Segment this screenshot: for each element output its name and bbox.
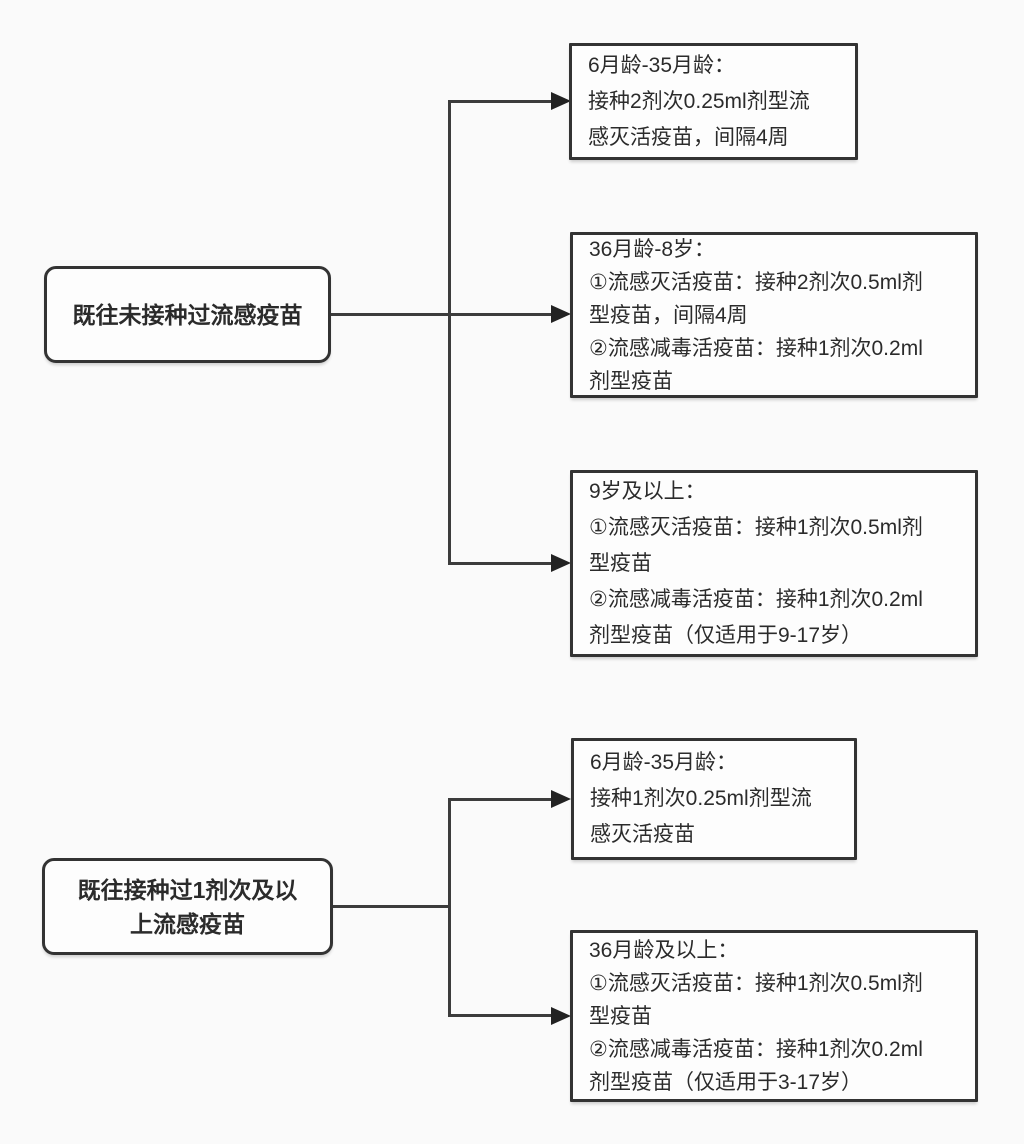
node-label: 既往未接种过流感疫苗 (72, 301, 303, 328)
arrowhead-right-icon (551, 305, 571, 323)
node-label: 既往接种过1剂次及以 上流感疫苗 (77, 876, 298, 937)
connector-line (329, 313, 552, 316)
arrowhead-right-icon (551, 92, 571, 110)
node-36months-and-above-vaccinated: 36月龄及以上： ①流感灭活疫苗：接种1剂次0.5ml剂 型疫苗 ②流感减毒活疫… (570, 930, 978, 1102)
node-label: 9岁及以上： ①流感灭活疫苗：接种1剂次0.5ml剂 型疫苗 ②流感减毒活疫苗：… (589, 479, 923, 647)
node-6-35-months-unvaccinated: 6月龄-35月龄： 接种2剂次0.25ml剂型流 感灭活疫苗，间隔4周 (569, 43, 858, 160)
node-label: 6月龄-35月龄： 接种2剂次0.25ml剂型流 感灭活疫苗，间隔4周 (588, 53, 810, 149)
node-label: 6月龄-35月龄： 接种1剂次0.25ml剂型流 感灭活疫苗 (590, 751, 812, 846)
arrowhead-right-icon (551, 554, 571, 572)
node-36months-8years-unvaccinated: 36月龄-8岁： ①流感灭活疫苗：接种2剂次0.5ml剂 型疫苗，间隔4周 ②流… (570, 232, 978, 398)
node-9years-and-above-unvaccinated: 9岁及以上： ①流感灭活疫苗：接种1剂次0.5ml剂 型疫苗 ②流感减毒活疫苗：… (570, 470, 978, 657)
arrowhead-right-icon (551, 1007, 571, 1025)
connector-line (449, 798, 552, 801)
node-label: 36月龄-8岁： ①流感灭活疫苗：接种2剂次0.5ml剂 型疫苗，间隔4周 ②流… (589, 237, 923, 393)
node-6-35-months-vaccinated: 6月龄-35月龄： 接种1剂次0.25ml剂型流 感灭活疫苗 (571, 738, 857, 860)
connector-line (448, 100, 451, 565)
connector-line (448, 798, 451, 1017)
connector-line (331, 905, 450, 908)
arrowhead-right-icon (551, 790, 571, 808)
node-label: 36月龄及以上： ①流感灭活疫苗：接种1剂次0.5ml剂 型疫苗 ②流感减毒活疫… (589, 938, 923, 1094)
connector-line (449, 562, 552, 565)
connector-line (449, 100, 552, 103)
node-no-prior-flu-vaccine: 既往未接种过流感疫苗 (44, 266, 331, 363)
connector-line (449, 1014, 552, 1017)
node-prior-one-dose-or-more: 既往接种过1剂次及以 上流感疫苗 (42, 858, 333, 955)
